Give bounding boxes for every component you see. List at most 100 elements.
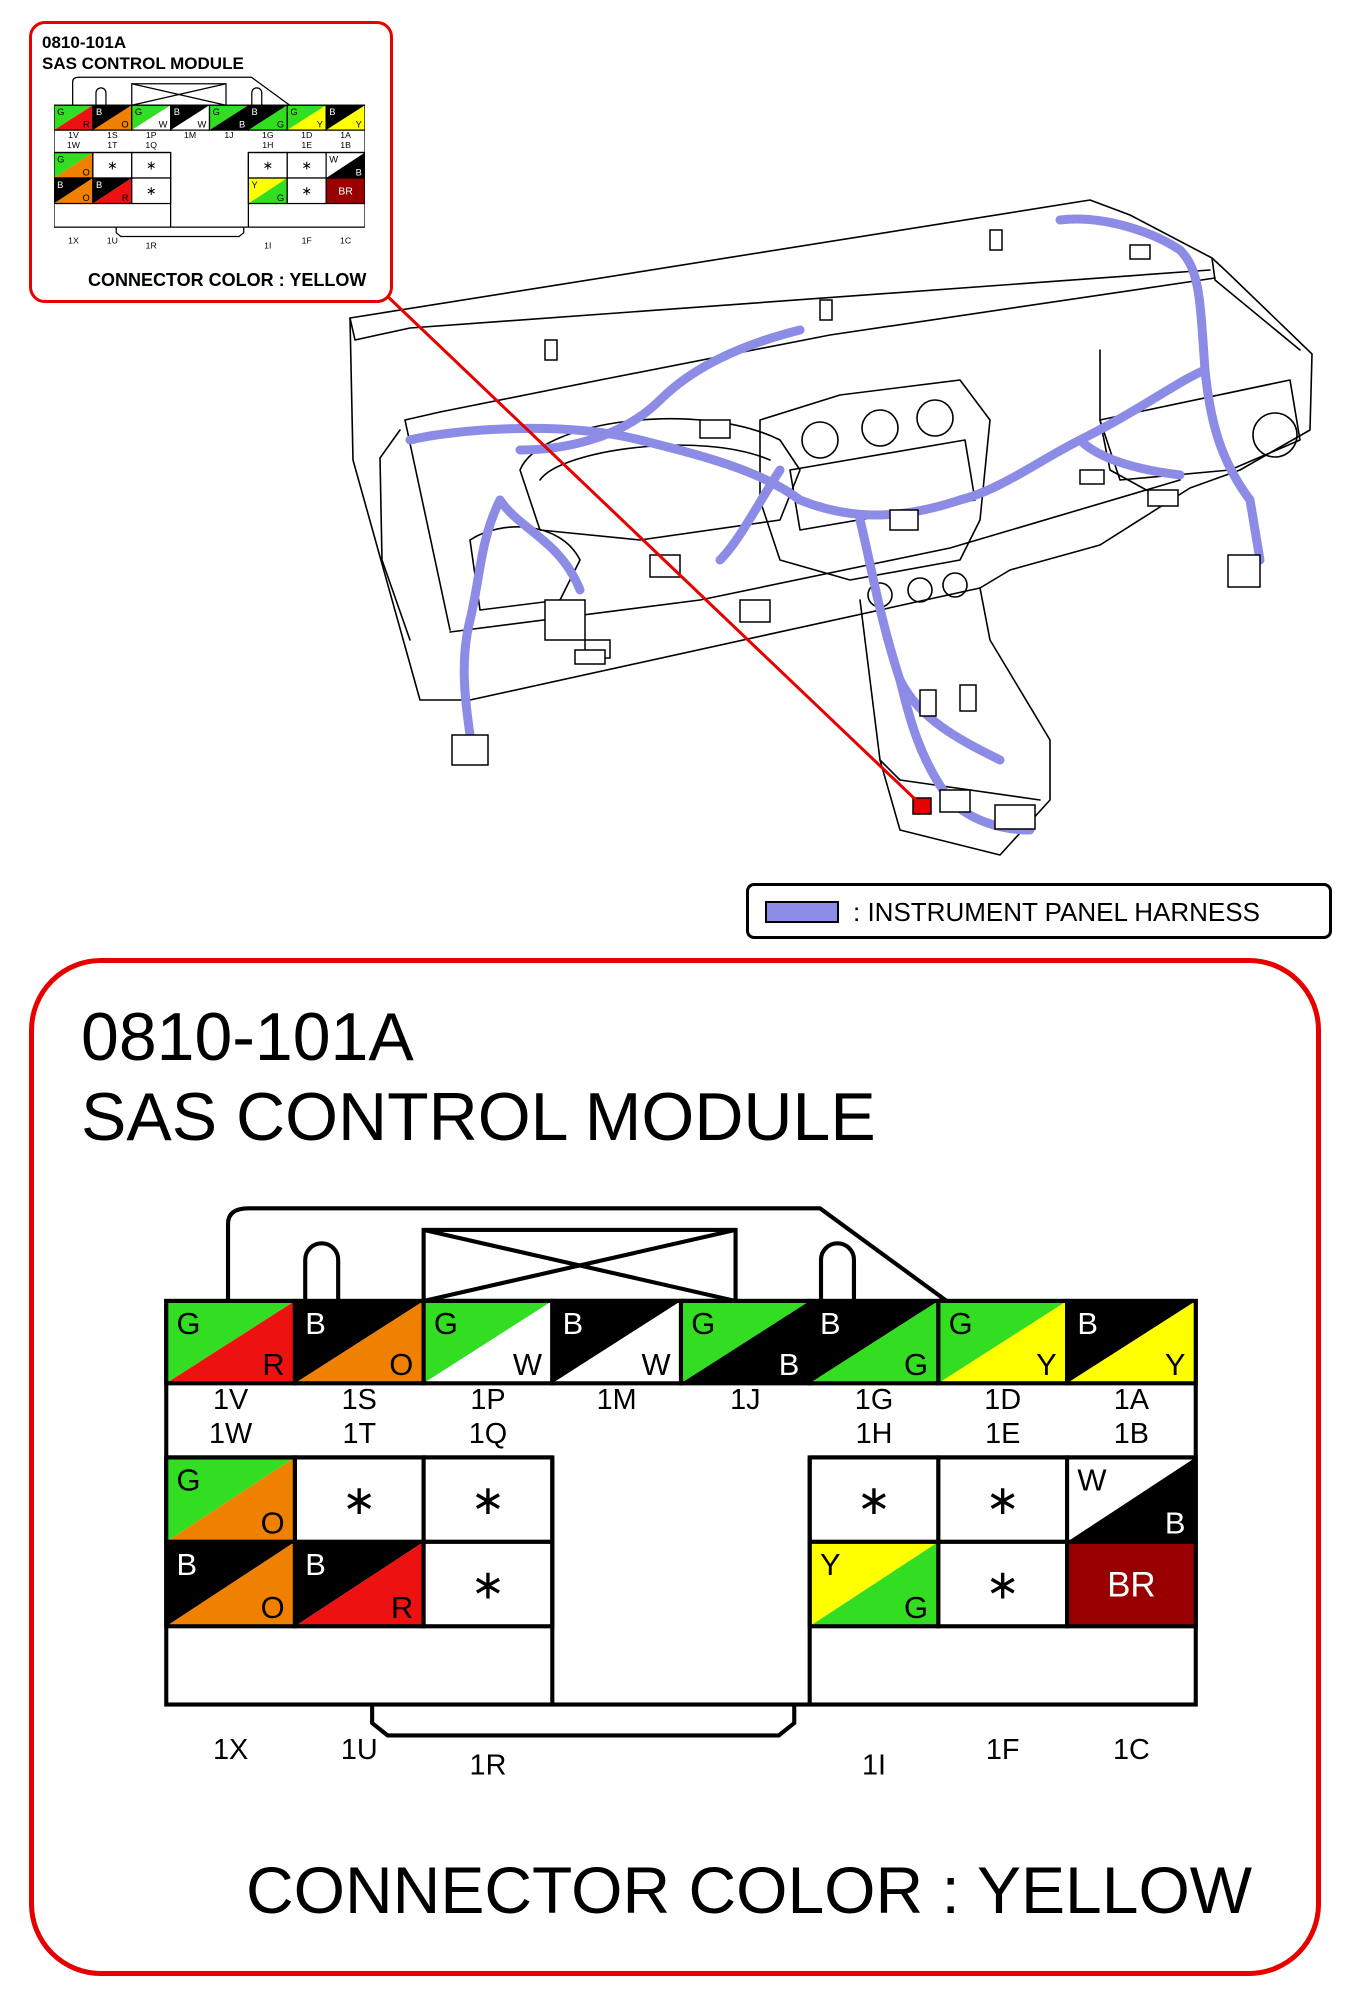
pin-cell: ∗ xyxy=(286,177,327,205)
pin-label: 1V xyxy=(68,130,79,140)
svg-text:∗: ∗ xyxy=(985,1477,1020,1523)
svg-text:BR: BR xyxy=(338,186,353,198)
pin-cell: BR xyxy=(92,177,133,205)
svg-text:W: W xyxy=(1077,1462,1107,1497)
pin-cell: ∗ xyxy=(286,151,327,179)
pin-label: 1T xyxy=(342,1418,376,1450)
connector-lower-outline xyxy=(115,227,245,238)
svg-text:B: B xyxy=(1077,1306,1098,1341)
svg-text:R: R xyxy=(262,1347,284,1382)
pin-label: 1P xyxy=(470,1384,505,1416)
svg-text:R: R xyxy=(122,193,129,203)
pin-label: 1S xyxy=(107,130,118,140)
pin-label: 1H xyxy=(262,140,273,150)
svg-text:B: B xyxy=(239,120,245,130)
pin-label: 1E xyxy=(301,140,312,150)
svg-text:∗: ∗ xyxy=(342,1477,377,1523)
svg-text:Y: Y xyxy=(356,120,363,130)
pin-cell: ∗ xyxy=(92,151,133,179)
pin-1a: BY xyxy=(325,104,365,131)
svg-text:G: G xyxy=(904,1590,928,1625)
pin-label: 1C xyxy=(1113,1734,1150,1766)
svg-text:Y: Y xyxy=(251,180,258,190)
pin-label: 1X xyxy=(213,1734,248,1766)
svg-text:O: O xyxy=(261,1590,285,1625)
connector-lower-outline xyxy=(370,1704,797,1738)
pin-label: 1Q xyxy=(145,140,157,150)
pin-cell: BO xyxy=(164,1539,297,1629)
svg-text:∗: ∗ xyxy=(857,1477,892,1523)
svg-text:∗: ∗ xyxy=(985,1561,1020,1607)
svg-text:B: B xyxy=(96,107,102,117)
svg-text:Y: Y xyxy=(820,1547,841,1582)
svg-text:O: O xyxy=(82,193,89,203)
pin-label: 1J xyxy=(730,1384,760,1416)
svg-text:B: B xyxy=(57,180,63,190)
pin-label: 1X xyxy=(68,236,79,246)
svg-text:O: O xyxy=(389,1347,413,1382)
pin-cell: ∗ xyxy=(421,1455,555,1544)
svg-text:B: B xyxy=(305,1547,326,1582)
svg-text:O: O xyxy=(261,1506,285,1541)
pin-label: 1R xyxy=(470,1750,507,1782)
svg-text:G: G xyxy=(135,107,142,117)
pin-label: 1A xyxy=(1114,1384,1150,1416)
pin-1d: GY xyxy=(936,1298,1070,1386)
svg-text:B: B xyxy=(820,1306,841,1341)
pin-cell: ∗ xyxy=(247,151,288,179)
svg-text:G: G xyxy=(949,1306,973,1341)
pin-label: 1S xyxy=(342,1384,377,1416)
svg-text:B: B xyxy=(779,1347,800,1382)
svg-text:G: G xyxy=(904,1347,928,1382)
pin-cell: BR xyxy=(325,177,365,205)
mini-connector-code: 0810-101A xyxy=(42,33,127,52)
connector-shell-outline xyxy=(225,1206,948,1303)
pin-1a: BY xyxy=(1065,1298,1198,1386)
pin-label: 1E xyxy=(985,1418,1020,1450)
pin-label: 1C xyxy=(340,236,351,246)
svg-text:B: B xyxy=(1165,1506,1186,1541)
harness-legend: : INSTRUMENT PANEL HARNESS xyxy=(746,883,1332,939)
pin-label: 1G xyxy=(262,130,274,140)
svg-text:B: B xyxy=(174,107,180,117)
pin-label: 1F xyxy=(986,1734,1020,1766)
svg-text:R: R xyxy=(391,1590,413,1625)
pin-cell: GO xyxy=(164,1455,297,1544)
connector-latch-right xyxy=(818,1241,857,1301)
svg-text:G: G xyxy=(277,193,284,203)
svg-text:B: B xyxy=(563,1306,584,1341)
svg-text:W: W xyxy=(513,1347,543,1382)
pin-label: 1T xyxy=(107,140,118,150)
connector-latch-left xyxy=(95,87,107,106)
pin-1j: GB xyxy=(208,104,249,131)
connector-latch-left xyxy=(303,1241,341,1301)
pin-label: 1W xyxy=(209,1418,253,1450)
svg-text:∗: ∗ xyxy=(471,1477,506,1523)
leader-line xyxy=(382,291,920,804)
pin-1v: GR xyxy=(164,1298,297,1386)
pin-label: 1B xyxy=(340,140,351,150)
pin-1s: BO xyxy=(292,1298,426,1386)
pin-1g: BG xyxy=(247,104,288,131)
svg-text:∗: ∗ xyxy=(146,159,156,173)
svg-text:G: G xyxy=(691,1306,715,1341)
pin-label: 1U xyxy=(341,1734,378,1766)
pin-label: 1D xyxy=(984,1384,1021,1416)
svg-text:G: G xyxy=(277,120,284,130)
instrument-panel-illustration xyxy=(349,199,1313,856)
pin-cell: BR xyxy=(292,1539,426,1629)
pin-label: 1H xyxy=(856,1418,893,1450)
svg-text:O: O xyxy=(121,120,128,130)
svg-text:BR: BR xyxy=(1107,1565,1156,1604)
svg-text:O: O xyxy=(82,168,89,178)
connector-latch-right xyxy=(251,87,263,106)
pin-label: 1F xyxy=(302,236,312,246)
pin-label: 1J xyxy=(224,130,233,140)
pin-label: 1I xyxy=(264,240,271,250)
svg-text:G: G xyxy=(434,1306,458,1341)
pin-cell: YG xyxy=(807,1539,941,1629)
pin-label: 1A xyxy=(340,130,351,140)
pin-label: 1M xyxy=(184,130,196,140)
pin-cell: ∗ xyxy=(421,1539,555,1629)
pin-label: 1G xyxy=(855,1384,893,1416)
